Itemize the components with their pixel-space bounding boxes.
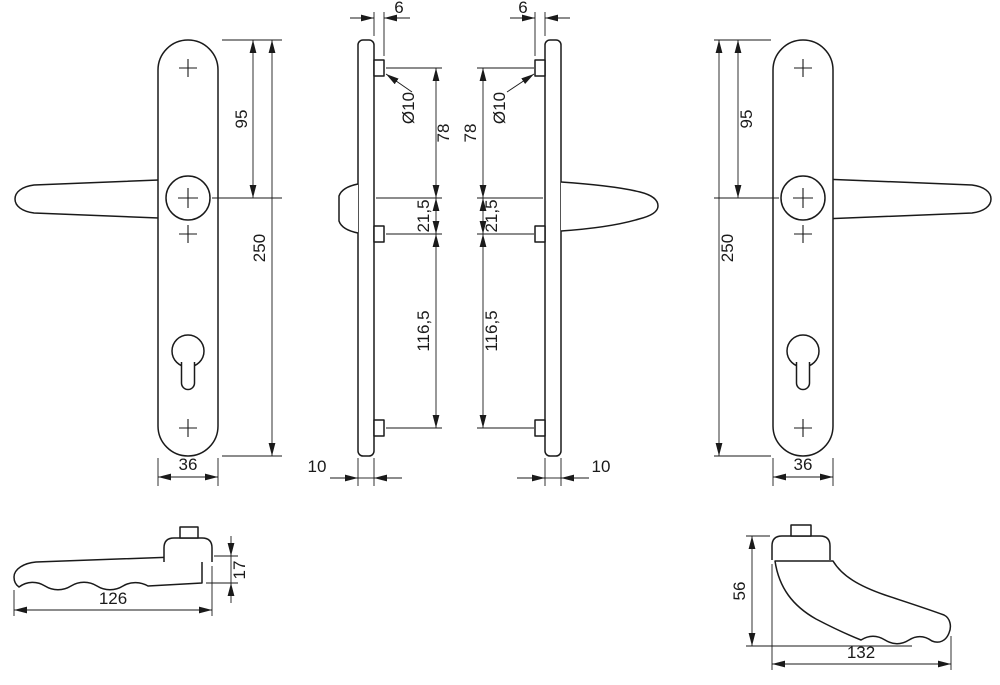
handle-neck-profile-right [560, 181, 659, 232]
dim-21-5-left-label: 21,5 [414, 199, 433, 232]
dim-56-label: 56 [730, 582, 749, 601]
dimensions-side-right: 6 Ø10 78 21,5 116,5 10 [461, 0, 610, 486]
lever-handle-right [821, 178, 992, 220]
backplate-right [772, 39, 834, 457]
dim-17-label: 17 [230, 561, 249, 580]
plate-profile-right [544, 39, 562, 457]
screw-cross-marks-left [178, 59, 198, 437]
handle-neck-profile-left [338, 183, 359, 234]
fixing-stud-top-right [534, 59, 546, 77]
grip-boss-side [771, 535, 831, 560]
fixing-stud-bottom-left [373, 419, 385, 437]
side-view-right: 6 Ø10 78 21,5 116,5 10 [461, 0, 659, 486]
screw-cross-marks-right [793, 59, 813, 437]
fixing-stud-bottom-right [534, 419, 546, 437]
fixing-stud-top-left [373, 59, 385, 77]
dim-95-left-label: 95 [232, 110, 251, 129]
dimensions-handle-top: 126 17 [13, 536, 249, 616]
dim-10-right-label: 10 [592, 457, 611, 476]
euro-cylinder-keyhole-right [786, 334, 820, 391]
euro-cylinder-keyhole-left [171, 334, 205, 391]
fixing-stud-mid-left [373, 225, 385, 243]
backplate-left [157, 39, 219, 457]
dim-10-left-label: 10 [308, 457, 327, 476]
dim-6-right-label: 6 [518, 0, 527, 17]
fixing-stud-mid-right [534, 225, 546, 243]
grip-side-outline [774, 560, 952, 645]
dim-78-left-label: 78 [434, 124, 453, 143]
plate-profile-left [357, 39, 375, 457]
handle-top-view: 126 17 [13, 526, 249, 616]
dimensions-front-left: 95 250 36 [157, 39, 282, 486]
dimensions-front-right: 95 250 36 [714, 39, 834, 486]
spindle-square-side [790, 524, 812, 537]
dim-dia10-left-label: Ø10 [399, 92, 418, 124]
front-view-left: 95 250 36 [14, 39, 282, 486]
lever-handle-left [14, 178, 185, 220]
dimensions-handle-side: 56 132 [730, 535, 952, 670]
dim-250-left-label: 250 [250, 234, 269, 262]
dim-116-5-left-label: 116,5 [414, 310, 433, 351]
side-view-left: 6 Ø10 78 21,5 116,5 10 [308, 0, 453, 486]
front-view-right: 95 250 36 [714, 39, 992, 486]
dim-6-left-label: 6 [394, 0, 403, 17]
spindle-square-top [179, 526, 199, 539]
dim-250-right-label: 250 [718, 234, 737, 262]
dim-126-label: 126 [99, 589, 127, 608]
dim-78-right-label: 78 [461, 124, 480, 143]
dim-dia10-right-label: Ø10 [490, 92, 509, 124]
dim-21-5-right-label: 21,5 [482, 199, 501, 232]
dim-36-left-label: 36 [179, 455, 198, 474]
dimensions-side-left: 6 Ø10 78 21,5 116,5 10 [308, 0, 453, 486]
dim-132-label: 132 [847, 643, 875, 662]
dim-95-right-label: 95 [737, 110, 756, 129]
dim-116-5-right-label: 116,5 [482, 310, 501, 351]
grip-top-outline [13, 555, 203, 591]
grip-boss-top [163, 537, 213, 562]
handle-side-view: 56 132 [730, 524, 952, 670]
dim-36-right-label: 36 [794, 455, 813, 474]
